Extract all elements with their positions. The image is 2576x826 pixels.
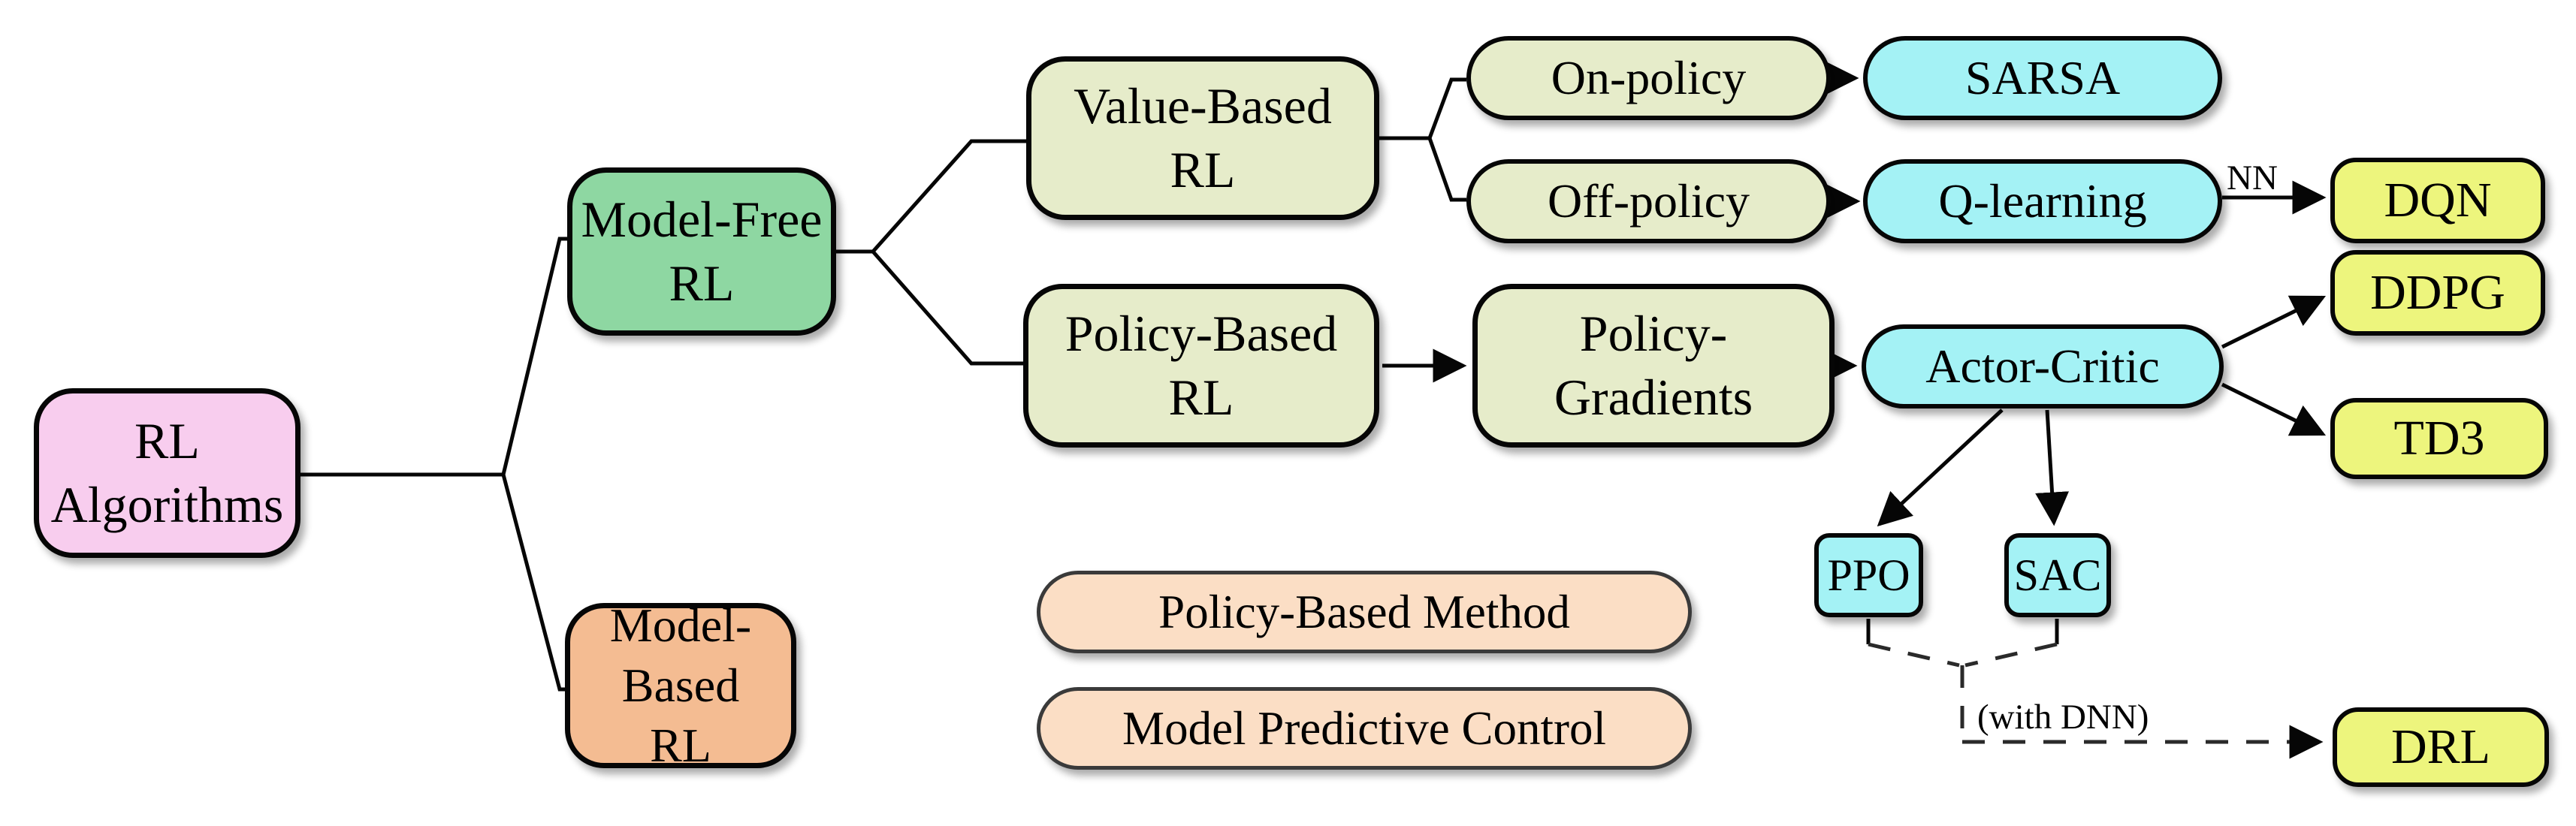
node-sarsa: SARSA <box>1863 36 2222 120</box>
edge-sac-dashed <box>1964 642 2058 668</box>
node-actor-critic: Actor-Critic <box>1862 324 2224 408</box>
edge-modelfree-to-valuebased <box>836 139 1028 254</box>
node-value-based-rl: Value-Based RL <box>1026 56 1379 220</box>
node-model-predictive-control-label: Model Predictive Control <box>1122 701 1606 755</box>
node-model-based-rl: Model-Based RL <box>565 598 796 772</box>
node-model-based-rl-label: Model-Based RL <box>609 598 752 772</box>
node-ppo: PPO <box>1814 533 1923 617</box>
node-off-policy-label: Off-policy <box>1548 174 1750 228</box>
node-value-based-rl-label: Value-Based RL <box>1074 77 1332 198</box>
edge-ppo-dashed <box>1868 642 1960 668</box>
node-ddpg-label: DDPG <box>2370 264 2505 320</box>
edge-root-to-model-based <box>501 474 566 692</box>
node-on-policy-label: On-policy <box>1551 51 1747 104</box>
node-sac-label: SAC <box>2013 550 2102 600</box>
node-model-free-rl: Model-Free RL <box>567 167 836 336</box>
node-policy-gradients-label: Policy- Gradients <box>1554 305 1753 426</box>
node-drl-label: DRL <box>2391 719 2490 774</box>
node-sac: SAC <box>2004 533 2111 617</box>
edge-actorcritic-to-ddpg <box>2221 295 2327 349</box>
node-q-learning-label: Q-learning <box>1938 174 2147 228</box>
node-actor-critic-label: Actor-Critic <box>1925 339 2160 393</box>
edge-root-to-model-free <box>300 237 569 477</box>
node-off-policy: Off-policy <box>1466 159 1831 243</box>
node-q-learning: Q-learning <box>1863 159 2222 243</box>
edge-label-nn: NN <box>2227 158 2278 197</box>
edge-modelfree-to-policybased <box>871 250 1025 366</box>
node-policy-based-method: Policy-Based Method <box>1037 571 1692 653</box>
node-policy-based-rl: Policy-Based RL <box>1023 284 1379 448</box>
node-ppo-label: PPO <box>1827 550 1910 600</box>
edge-valuebased-to-offpolicy <box>1427 137 1466 202</box>
node-model-predictive-control: Model Predictive Control <box>1037 687 1692 770</box>
node-dqn: DQN <box>2330 158 2545 243</box>
node-policy-gradients: Policy- Gradients <box>1472 284 1835 448</box>
node-drl: DRL <box>2333 707 2549 787</box>
node-td3: TD3 <box>2330 398 2548 479</box>
edge-actorcritic-to-ppo <box>1877 408 2004 527</box>
node-policy-based-rl-label: Policy-Based RL <box>1065 305 1338 426</box>
node-on-policy: On-policy <box>1466 36 1831 120</box>
node-policy-based-method-label: Policy-Based Method <box>1158 585 1570 638</box>
node-rl-algorithms: RL Algorithms <box>34 388 300 558</box>
edge-label-with-dnn: (with DNN) <box>1977 698 2149 737</box>
edge-actorcritic-to-td3 <box>2221 382 2327 436</box>
node-model-free-rl-label: Model-Free RL <box>581 191 823 312</box>
edge-actorcritic-to-sac <box>2035 409 2070 526</box>
node-rl-algorithms-label: RL Algorithms <box>50 412 284 533</box>
node-sarsa-label: SARSA <box>1964 51 2121 104</box>
node-td3-label: TD3 <box>2393 410 2485 466</box>
node-ddpg: DDPG <box>2330 250 2545 336</box>
node-dqn-label: DQN <box>2384 172 2492 228</box>
edge-valuebased-to-onpolicy <box>1378 77 1466 140</box>
